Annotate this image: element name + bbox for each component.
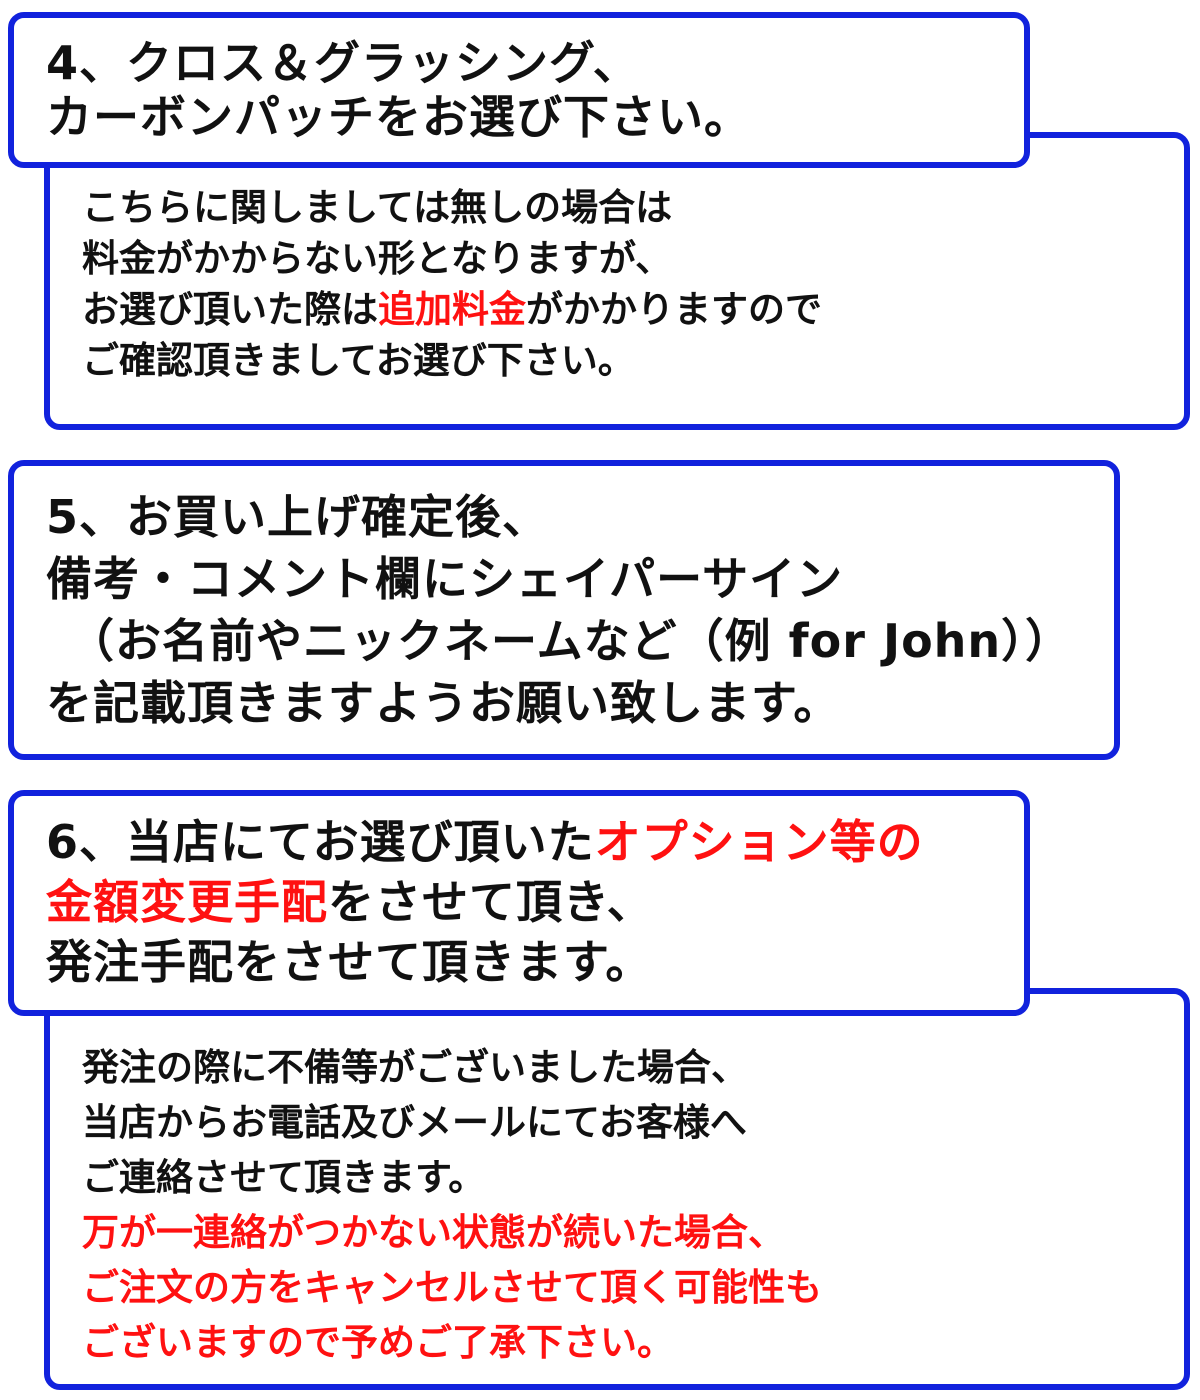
- section6-warning-line: ございますので予めご了承下さい。: [82, 1321, 674, 1364]
- section4-heading-line: 4、クロス＆グラッシング、: [46, 36, 640, 90]
- section5-heading-line: （お名前やニックネームなど（例 for John））: [68, 614, 1073, 668]
- section6-highlight-text: 金額変更手配: [46, 875, 328, 929]
- section5-heading-line: 備考・コメント欄にシェイパーサイン: [46, 552, 844, 606]
- section6-heading-text: をさせて頂き、: [328, 875, 654, 929]
- section4-heading-box: 4、クロス＆グラッシング、 カーボンパッチをお選び下さい。: [8, 12, 1030, 168]
- section6-body: 発注の際に不備等がございました場合、 当店からお電話及びメールにてお客様へ ご連…: [82, 1040, 1184, 1370]
- section4-detail-box: こちらに関しましては無しの場合は 料金がかからない形となりますが、 お選び頂いた…: [44, 132, 1190, 430]
- section5-box: 5、お買い上げ確定後、 備考・コメント欄にシェイパーサイン （お名前やニックネー…: [8, 460, 1120, 760]
- section4-body-text: がかかりますので: [526, 288, 822, 331]
- section6-heading-line: 発注手配をさせて頂きます。: [46, 935, 653, 989]
- section4-body-line: ご確認頂きましてお選び下さい。: [82, 339, 635, 382]
- section6-body-line: 当店からお電話及びメールにてお客様へ: [82, 1101, 747, 1144]
- section6-detail-box: 発注の際に不備等がございました場合、 当店からお電話及びメールにてお客様へ ご連…: [44, 988, 1190, 1390]
- section5-heading-line: を記載頂きますようお願い致します。: [46, 676, 841, 730]
- section6-heading-line: 金額変更手配をさせて頂き、: [46, 872, 1024, 932]
- section4-highlight-text: 追加料金: [378, 288, 526, 331]
- section6-heading-line: 6、当店にてお選び頂いたオプション等の: [46, 812, 1024, 872]
- section6-warning-line: 万が一連絡がつかない状態が続いた場合、: [82, 1211, 785, 1254]
- section4-body-text: お選び頂いた際は: [82, 288, 378, 331]
- section4-body-line: 料金がかからない形となりますが、: [82, 237, 673, 280]
- section5-heading-line: 5、お買い上げ確定後、: [46, 490, 550, 544]
- section6-heading: 6、当店にてお選び頂いたオプション等の 金額変更手配をさせて頂き、 発注手配をさ…: [46, 812, 1024, 992]
- section6-body-line: 発注の際に不備等がございました場合、: [82, 1046, 748, 1089]
- section4-heading: 4、クロス＆グラッシング、 カーボンパッチをお選び下さい。: [46, 36, 1024, 144]
- section4-body: こちらに関しましては無しの場合は 料金がかからない形となりますが、 お選び頂いた…: [82, 182, 1184, 386]
- section5-heading: 5、お買い上げ確定後、 備考・コメント欄にシェイパーサイン （お名前やニックネー…: [46, 486, 1114, 734]
- section4-body-line: こちらに関しましては無しの場合は: [82, 186, 673, 229]
- section4-heading-line: カーボンパッチをお選び下さい。: [46, 90, 751, 144]
- section6-highlight-text: オプション等の: [594, 815, 924, 869]
- section4-body-line: お選び頂いた際は追加料金がかかりますので: [82, 284, 1184, 335]
- section6-heading-box: 6、当店にてお選び頂いたオプション等の 金額変更手配をさせて頂き、 発注手配をさ…: [8, 790, 1030, 1016]
- section6-warning-line: ご注文の方をキャンセルさせて頂く可能性も: [82, 1266, 822, 1309]
- section6-body-line: ご連絡させて頂きます。: [82, 1156, 486, 1199]
- section6-heading-text: 6、当店にてお選び頂いた: [46, 815, 595, 869]
